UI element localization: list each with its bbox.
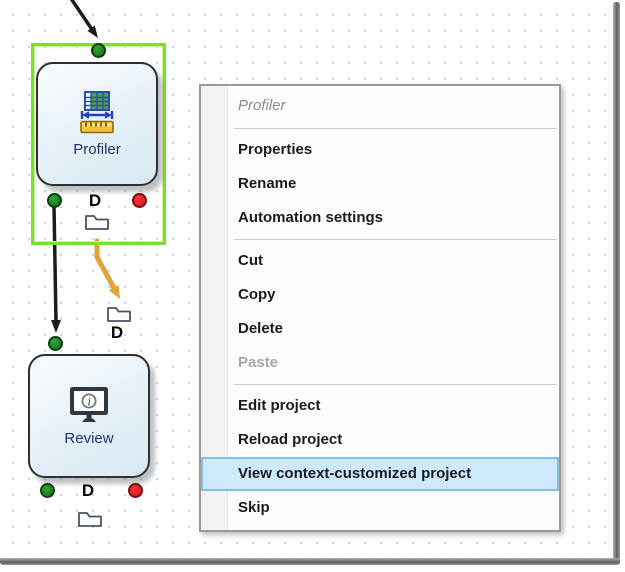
profiler-input-port[interactable]: [91, 43, 106, 58]
node-profiler[interactable]: Profiler: [36, 62, 158, 186]
menu-icon-gutter: [201, 86, 228, 530]
node-context-menu: Profiler Properties Rename Automation se…: [199, 84, 561, 532]
profiler-output-port-red[interactable]: [132, 193, 147, 208]
menu-item-properties[interactable]: Properties: [238, 141, 313, 158]
menu-item-automation-settings[interactable]: Automation settings: [238, 209, 383, 226]
svg-text:i: i: [88, 395, 92, 408]
folder-icon[interactable]: [84, 212, 110, 231]
menu-item-copy[interactable]: Copy: [238, 286, 276, 303]
menu-item-edit-project[interactable]: Edit project: [238, 397, 321, 414]
menu-separator: [234, 384, 557, 385]
menu-item-skip[interactable]: Skip: [238, 499, 270, 516]
menu-item-delete[interactable]: Delete: [238, 320, 284, 337]
menu-item-cut[interactable]: Cut: [238, 252, 263, 269]
folder-icon[interactable]: [77, 509, 103, 528]
review-input-port[interactable]: [48, 336, 63, 351]
folder-icon[interactable]: [106, 304, 132, 323]
profiler-output-port-label: D: [88, 191, 102, 210]
window-right-edge: [613, 2, 620, 561]
review-output-port-red[interactable]: [128, 483, 143, 498]
menu-item-reload-project[interactable]: Reload project: [238, 431, 343, 448]
profiler-output-port-green[interactable]: [47, 193, 62, 208]
review-output-port-label: D: [81, 481, 95, 500]
profiler-table-ruler-icon: [80, 91, 114, 134]
node-label: Review: [64, 430, 114, 447]
menu-separator: [234, 239, 557, 240]
node-label: Profiler: [73, 141, 121, 158]
menu-separator: [234, 128, 557, 129]
menu-item-rename[interactable]: Rename: [238, 175, 297, 192]
node-review[interactable]: i Review: [28, 354, 150, 478]
review-output-port-green[interactable]: [40, 483, 55, 498]
menu-item-paste: Paste: [238, 354, 279, 371]
review-monitor-info-icon: i: [70, 387, 108, 422]
menu-item-view-context-customized-project[interactable]: View context-customized project: [201, 457, 559, 491]
detached-output-label: D: [110, 323, 124, 342]
window-bottom-edge: [0, 558, 620, 565]
context-menu-title: Profiler: [238, 97, 286, 114]
